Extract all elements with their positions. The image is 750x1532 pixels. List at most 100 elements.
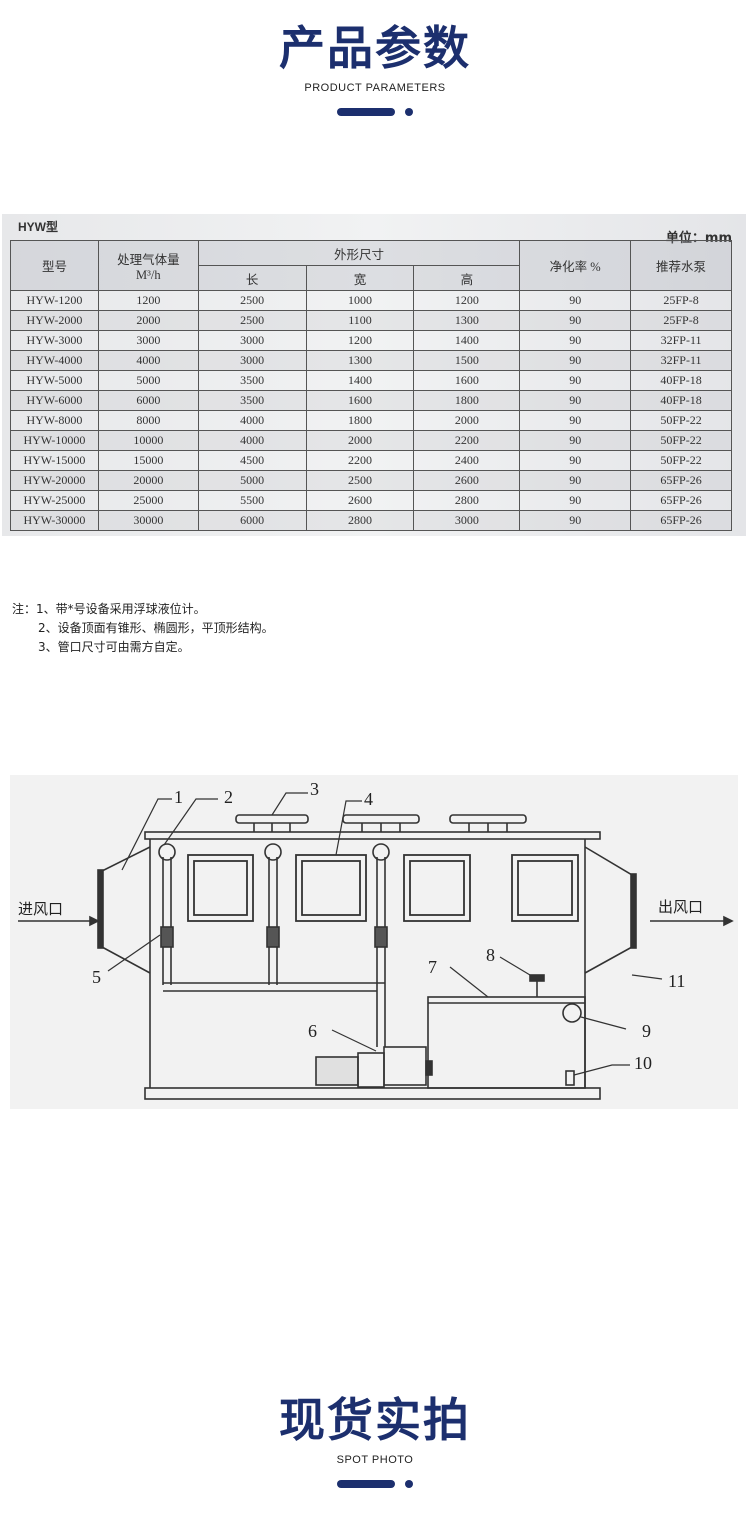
cell-gas-volume: 10000: [97, 430, 199, 451]
header-purification: 净化率 %: [519, 240, 632, 291]
cell-model: HYW-25000: [10, 490, 99, 511]
cell-gas-volume: 25000: [97, 490, 199, 511]
inlet-label: 进风口: [18, 900, 63, 918]
cell-height: 1800: [413, 390, 521, 411]
cell-pump: 25FP-8: [630, 290, 732, 311]
cell-purification: 90: [519, 450, 632, 471]
cell-gas-volume: 30000: [97, 510, 199, 531]
callout-7: 7: [428, 957, 437, 977]
cell-gas-volume: 15000: [97, 450, 199, 471]
cell-model: HYW-8000: [10, 410, 99, 431]
outlet-arrow-head: [723, 915, 734, 927]
callout-5: 5: [92, 967, 101, 987]
header-pump: 推荐水泵: [630, 240, 732, 291]
cell-purification: 90: [519, 470, 632, 491]
header-length: 长: [197, 265, 307, 291]
cell-width: 1800: [305, 410, 415, 431]
cell-length: 4000: [197, 410, 307, 431]
cell-width: 1200: [305, 330, 415, 351]
cell-length: 2500: [197, 310, 307, 331]
header-gas-volume: 处理气体量 M³/h: [97, 240, 199, 291]
cell-length: 3500: [197, 390, 307, 411]
cell-width: 2500: [305, 470, 415, 491]
cell-length: 5500: [197, 490, 307, 511]
note-3: 3、管口尺寸可由需方自定。: [38, 640, 190, 654]
cell-width: 2200: [305, 450, 415, 471]
spray-pipes: [158, 843, 390, 1047]
inlet-arrow-head: [89, 915, 100, 927]
spot-title: 现货实拍: [279, 1393, 471, 1447]
pump-motor: [315, 1046, 433, 1088]
cell-pump: 65FP-26: [630, 490, 732, 511]
cell-model: HYW-6000: [10, 390, 99, 411]
cell-purification: 90: [519, 310, 632, 331]
cell-length: 4500: [197, 450, 307, 471]
callout-6: 6: [308, 1021, 317, 1041]
cell-height: 3000: [413, 510, 521, 531]
cell-gas-volume: 8000: [97, 410, 199, 431]
cell-height: 1500: [413, 350, 521, 371]
header-height: 高: [413, 265, 521, 291]
header-gas-volume-label: 处理气体量: [117, 252, 180, 267]
cell-length: 6000: [197, 510, 307, 531]
cell-gas-volume: 20000: [97, 470, 199, 491]
cell-height: 1400: [413, 330, 521, 351]
callout-4: 4: [364, 789, 373, 809]
header-width: 宽: [305, 265, 415, 291]
decoration-bar: [337, 108, 395, 116]
top-plate: [144, 831, 601, 840]
cell-length: 3000: [197, 330, 307, 351]
cell-pump: 32FP-11: [630, 350, 732, 371]
callout-numbers: 1 2 3 4 5 6 7 8 9 10 11: [92, 779, 685, 1073]
callout-1: 1: [174, 787, 183, 807]
cell-height: 2200: [413, 430, 521, 451]
cell-gas-volume: 1200: [97, 290, 199, 311]
callout-9: 9: [642, 1021, 651, 1041]
cell-length: 3000: [197, 350, 307, 371]
cell-pump: 25FP-8: [630, 310, 732, 331]
cell-model: HYW-5000: [10, 370, 99, 391]
note-2: 2、设备顶面有锥形、椭圆形，平顶形结构。: [38, 621, 274, 635]
cell-length: 4000: [197, 430, 307, 451]
outlet-label: 出风口: [658, 898, 703, 916]
cell-purification: 90: [519, 290, 632, 311]
cell-height: 2000: [413, 410, 521, 431]
inlet-hood: [101, 846, 151, 974]
cell-width: 2600: [305, 490, 415, 511]
cell-model: HYW-3000: [10, 330, 99, 351]
spray-header-2: [342, 814, 420, 832]
parameter-table: 型号 处理气体量 M³/h 外形尺寸 净化率 % 推荐水泵 长 宽 高 HYW-…: [10, 240, 732, 531]
cell-height: 1200: [413, 290, 521, 311]
decoration-dot: [405, 108, 413, 116]
cell-purification: 90: [519, 350, 632, 371]
cell-model: HYW-10000: [10, 430, 99, 451]
title-decoration: [337, 108, 413, 116]
cell-model: HYW-30000: [10, 510, 99, 531]
cell-model: HYW-1200: [10, 290, 99, 311]
cell-gas-volume: 6000: [97, 390, 199, 411]
cell-gas-volume: 3000: [97, 330, 199, 351]
decoration-dot: [405, 1480, 413, 1488]
cell-pump: 65FP-26: [630, 470, 732, 491]
header-model: 型号: [10, 240, 99, 291]
cell-purification: 90: [519, 370, 632, 391]
spot-section-header: 现货实拍 SPOT PHOTO: [0, 1392, 750, 1488]
cell-model: HYW-15000: [10, 450, 99, 471]
spray-header-1: [235, 814, 309, 832]
cell-purification: 90: [519, 330, 632, 351]
cell-pump: 50FP-22: [630, 410, 732, 431]
equipment-diagram: 进风口 出风口 1 2 3 4 5 6 7 8 9 10 11: [10, 775, 738, 1109]
outlet-flange: [630, 873, 637, 949]
callout-3: 3: [310, 779, 319, 799]
cell-pump: 50FP-22: [630, 430, 732, 451]
callout-11: 11: [668, 971, 685, 991]
cell-pump: 40FP-18: [630, 390, 732, 411]
drain-valve: [565, 1070, 575, 1086]
